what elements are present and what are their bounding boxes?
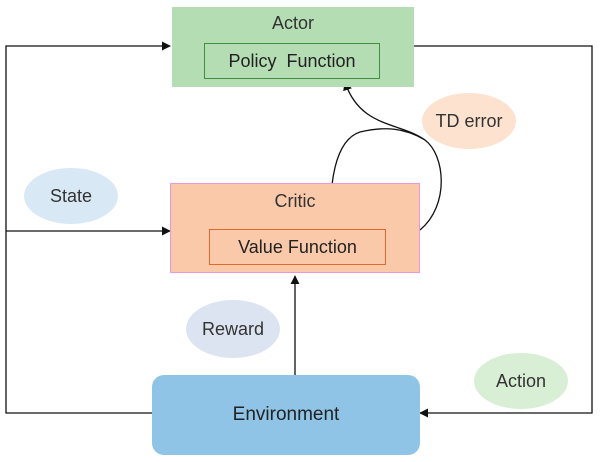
policy-function-label: Policy Function: [228, 50, 356, 71]
state-to-actor-line: [5, 41, 171, 414]
reward-label: Reward: [201, 318, 265, 339]
value-function-label: Value Function: [238, 236, 357, 257]
action-label: Action: [495, 370, 547, 391]
td-error-label: TD error: [435, 110, 503, 131]
actor-title: Actor: [271, 13, 314, 33]
action-ellipse: Action: [474, 353, 568, 409]
critic-title: Critic: [274, 191, 316, 211]
action-line: [414, 45, 593, 418]
policy-function-box: Policy Function: [204, 43, 380, 79]
environment-label: Environment: [232, 404, 340, 425]
critic-box: Critic Value Function: [170, 183, 420, 273]
state-ellipse: State: [24, 168, 118, 224]
state-label: State: [49, 185, 93, 206]
reward-ellipse: Reward: [186, 300, 280, 358]
environment-box: Environment: [152, 375, 420, 455]
td-error-ellipse: TD error: [422, 93, 516, 149]
actor-box: Actor Policy Function: [172, 7, 414, 87]
value-function-box: Value Function: [209, 229, 386, 265]
